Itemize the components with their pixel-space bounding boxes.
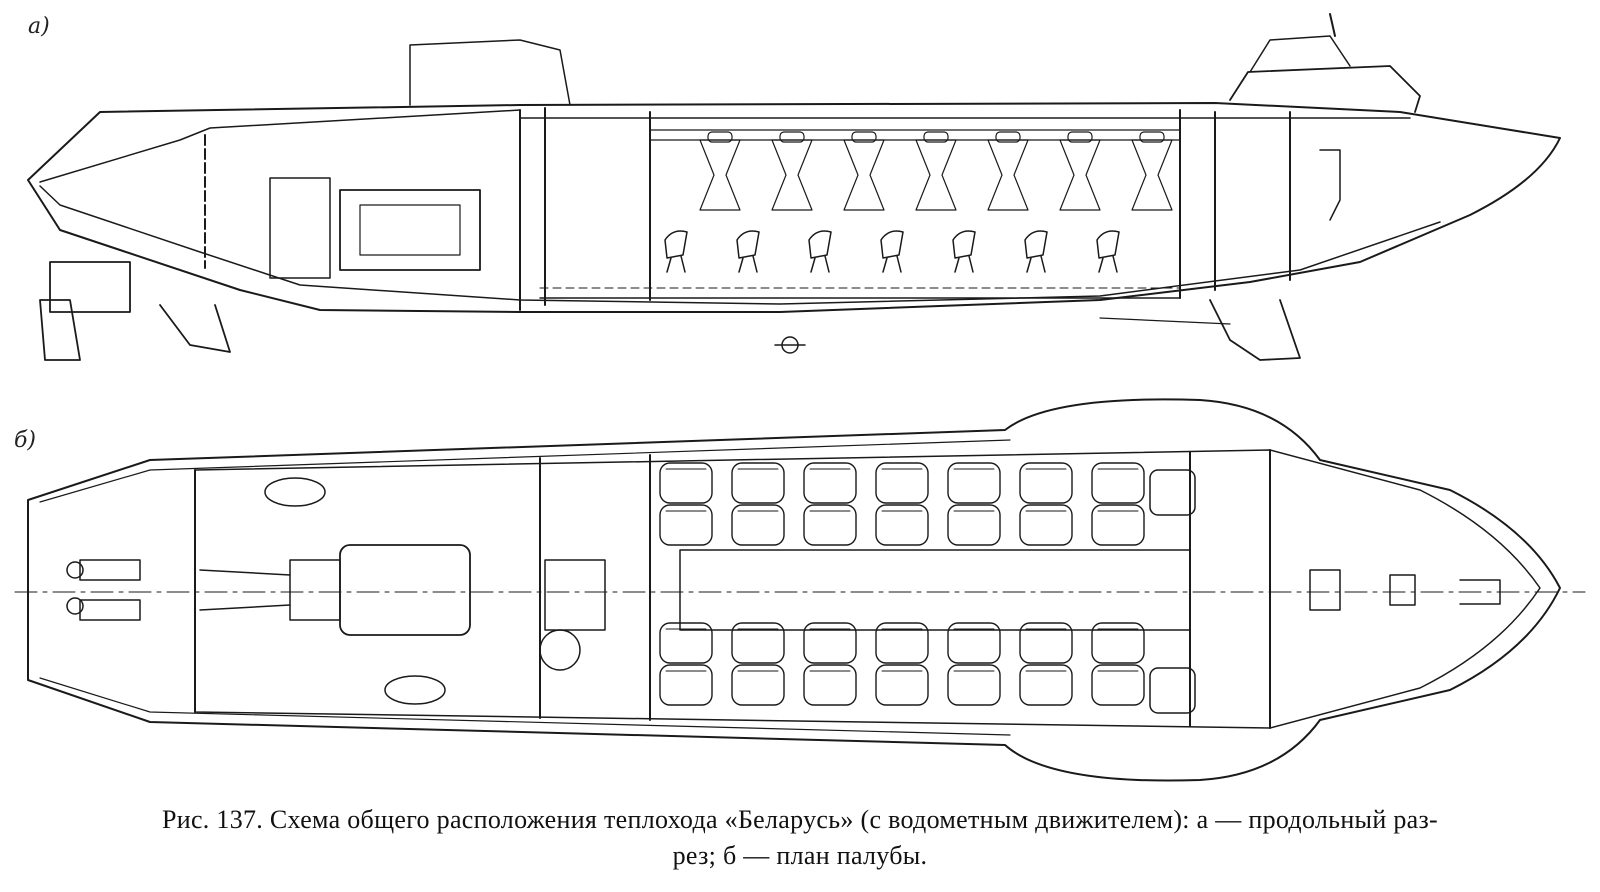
table-support (843, 139, 885, 211)
seat-profile (808, 230, 832, 273)
panel-a-label: а) (28, 14, 50, 39)
hull-outline-b (27, 398, 1561, 782)
seat (731, 664, 785, 706)
seat (1091, 504, 1145, 546)
engine-block (339, 189, 481, 271)
porthole (1139, 131, 1165, 143)
caption-line-1: Рис. 137. Схема общего расположения тепл… (161, 805, 1439, 834)
seat (731, 622, 785, 664)
deck-plan (14, 398, 1586, 782)
seat (803, 504, 857, 546)
hull-outline-a (27, 102, 1561, 313)
seat (1091, 462, 1145, 504)
seat (803, 664, 857, 706)
longitudinal-section (27, 13, 1561, 361)
porthole (923, 131, 949, 143)
seat (659, 462, 713, 504)
table-support (987, 139, 1029, 211)
seat (731, 462, 785, 504)
table-support (699, 139, 741, 211)
stair (544, 559, 606, 631)
porthole (707, 131, 733, 143)
seat (659, 664, 713, 706)
seat (947, 622, 1001, 664)
front-foil (1209, 299, 1301, 361)
panel-b-label: б) (14, 428, 37, 453)
seat (659, 504, 713, 546)
wheelhouse (1229, 65, 1421, 113)
table-support (915, 139, 957, 211)
seat-profile (664, 230, 688, 273)
seat (947, 504, 1001, 546)
seat (659, 622, 713, 664)
seat (803, 622, 857, 664)
seat (1019, 504, 1073, 546)
seat-profile (736, 230, 760, 273)
seat-profile (880, 230, 904, 273)
rear-foil (159, 304, 231, 353)
seat (1091, 622, 1145, 664)
passenger-seats-b (659, 462, 1145, 706)
seat (875, 462, 929, 504)
porthole (779, 131, 805, 143)
water-jet (49, 261, 131, 313)
engine-plan (339, 544, 471, 636)
seat (731, 504, 785, 546)
seat (875, 504, 929, 546)
figure-caption: Рис. 137. Схема общего расположения тепл… (0, 802, 1600, 874)
passenger-seats-a (664, 230, 1120, 273)
seat-profile (1096, 230, 1120, 273)
seat (947, 462, 1001, 504)
porthole (1067, 131, 1093, 143)
table-support (1131, 139, 1173, 211)
table-support (771, 139, 813, 211)
seat (875, 664, 929, 706)
seat-profile (1024, 230, 1048, 273)
seat (875, 622, 929, 664)
seat (1091, 664, 1145, 706)
seat-profile (952, 230, 976, 273)
table-support (1059, 139, 1101, 211)
table-dividers-a (699, 131, 1173, 211)
centre-aisle (679, 549, 1191, 631)
seat (1019, 622, 1073, 664)
seat (1019, 664, 1073, 706)
seat (947, 664, 1001, 706)
porthole (995, 131, 1021, 143)
caption-line-2: рез; б — план палубы. (672, 841, 928, 870)
seat (803, 462, 857, 504)
porthole (851, 131, 877, 143)
seat (1019, 462, 1073, 504)
